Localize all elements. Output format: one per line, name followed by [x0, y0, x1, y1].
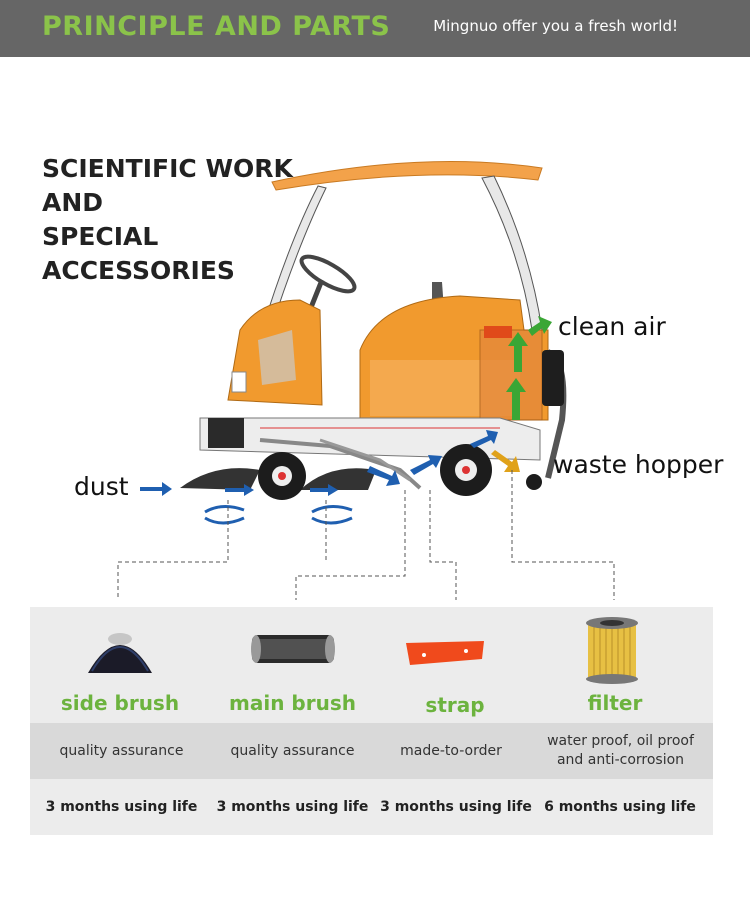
- parts-life-row: [30, 779, 713, 835]
- main-brush-icon: [251, 635, 335, 663]
- headline: SCIENTIFIC WORK AND SPECIAL ACCESSORIES: [42, 152, 293, 288]
- part-name-strap: strap: [425, 693, 485, 717]
- airflow-arrows-green: [506, 316, 552, 420]
- header-tagline: Mingnuo offer you a fresh world!: [433, 17, 678, 35]
- label-dust: dust: [74, 472, 129, 501]
- label-waste-hopper: waste hopper: [553, 450, 724, 479]
- sweeper-illustration: [117, 161, 615, 600]
- steering-wheel: [299, 254, 357, 294]
- leader-lines: [117, 470, 615, 600]
- headline-line: SPECIAL: [42, 222, 159, 251]
- canopy: [271, 161, 543, 191]
- airflow-arrows-blue: [140, 430, 498, 496]
- header-title: PRINCIPLE AND PARTS: [42, 11, 391, 42]
- part-description: quality assurance: [59, 742, 184, 759]
- part-life: 3 months using life: [216, 799, 369, 815]
- part-name-side-brush: side brush: [60, 691, 180, 715]
- part-description: water proof, oil proof and anti-corrosio…: [547, 733, 694, 768]
- part-name-main-brush: main brush: [229, 691, 356, 715]
- headline-line: SCIENTIFIC WORK: [42, 154, 293, 183]
- headline-line: AND: [42, 188, 104, 217]
- strap-icon: [406, 641, 484, 665]
- part-life: 3 months using life: [45, 799, 198, 815]
- part-description: made-to-order: [400, 742, 502, 759]
- side-brush-icon: [88, 633, 152, 673]
- part-name-filter: filter: [587, 691, 643, 715]
- part-life: 3 months using life: [380, 799, 532, 815]
- rotation-arrows: [204, 505, 353, 525]
- header-bar: PRINCIPLE AND PARTS Mingnuo offer you a …: [0, 0, 750, 57]
- part-description: quality assurance: [230, 742, 355, 759]
- side-brush: [180, 468, 260, 490]
- parts-table: side brush main brush strap filter quali…: [30, 607, 713, 835]
- parts-description-row: [30, 723, 713, 779]
- part-life: 6 months using life: [544, 799, 696, 815]
- filter-icon: [586, 617, 638, 684]
- label-clean-air: clean air: [558, 312, 666, 341]
- headline-line: ACCESSORIES: [42, 256, 235, 285]
